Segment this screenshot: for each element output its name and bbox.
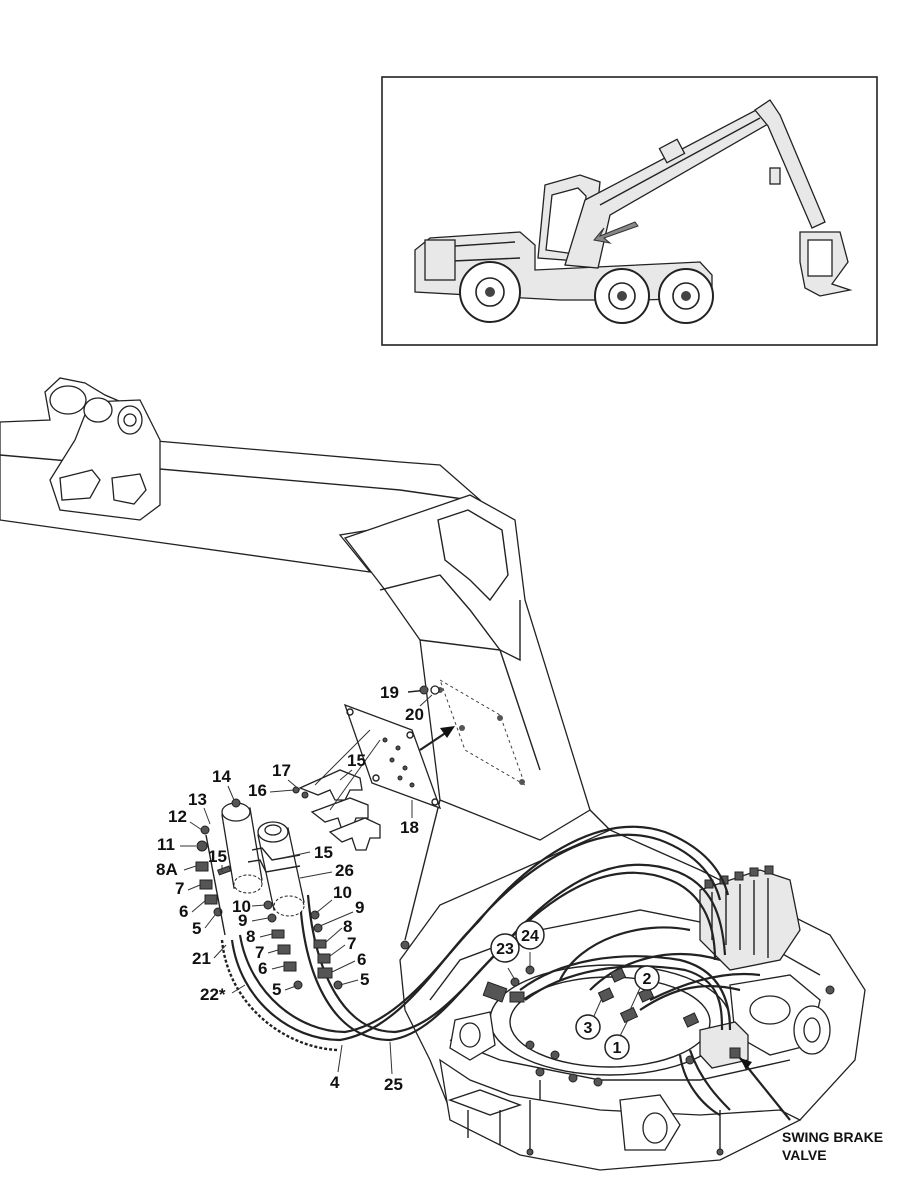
swing-brake-valve [699,1021,791,1121]
label-19: 19 [380,683,399,702]
svg-text:2: 2 [643,971,652,988]
label-18: 18 [400,818,419,837]
machine-overview-inset [381,76,878,346]
label-10-a: 10 [232,897,251,916]
label-4: 4 [330,1073,340,1092]
label-16: 16 [248,781,267,800]
callout-3: 3 [575,1014,601,1040]
swing-brake-valve-label: SWING BRAKE VALVE [782,1129,883,1163]
label-15-left: 15 [208,847,227,866]
swing-brake-valve-line1: SWING BRAKE [782,1129,883,1145]
fitting-stack-right [263,900,343,990]
label-8-b: 8 [343,917,352,936]
label-15-top: 15 [347,751,366,770]
label-14: 14 [212,767,231,786]
svg-text:23: 23 [496,941,514,958]
wheel-rear-1 [594,268,650,324]
svg-text:24: 24 [521,928,539,945]
label-8A: 8A [156,860,178,879]
label-12: 12 [168,807,187,826]
mounting-plate-18 [314,703,455,811]
label-6-right: 6 [357,950,366,969]
label-22: 22* [200,985,226,1004]
boom-structure [0,377,621,941]
fittings-23-24 [507,952,535,987]
svg-text:3: 3 [584,1020,593,1037]
label-25: 25 [384,1075,403,1094]
label-7-right: 7 [347,934,356,953]
label-5-left: 5 [192,919,201,938]
circled-callouts: 23 24 2 3 1 [490,920,660,1060]
wheel-front [459,261,521,323]
label-17: 17 [272,761,291,780]
label-9-a: 9 [238,911,247,930]
turntable-base [399,829,866,1171]
label-26: 26 [335,861,354,880]
label-9-b: 9 [355,898,364,917]
part-labels: 14 13 12 11 8A 7 6 5 21 22* 15 16 17 15 … [156,683,433,1094]
accumulator-14 [221,798,263,894]
bolt-19-20 [407,685,440,695]
fitting-stack-left [195,825,226,936]
callout-23: 23 [490,933,520,963]
swing-brake-valve-line2: VALVE [782,1147,827,1163]
label-5-mid: 5 [272,980,281,999]
label-21: 21 [192,949,211,968]
label-8-a: 8 [246,927,255,946]
callout-2: 2 [634,965,660,991]
label-15-mid: 15 [314,843,333,862]
label-13: 13 [188,790,207,809]
label-5-right: 5 [360,970,369,989]
bracket-clamps-15-17 [292,769,381,851]
callout-24: 24 [515,920,545,950]
label-10-b: 10 [333,883,352,902]
label-7-left: 7 [175,879,184,898]
callout-1: 1 [604,1034,630,1060]
label-7-mid: 7 [255,943,264,962]
svg-text:1: 1 [613,1040,622,1057]
label-6-left: 6 [179,902,188,921]
label-6-mid: 6 [258,959,267,978]
wheel-rear-2 [658,268,714,324]
label-11: 11 [157,835,175,854]
label-20: 20 [405,705,424,724]
